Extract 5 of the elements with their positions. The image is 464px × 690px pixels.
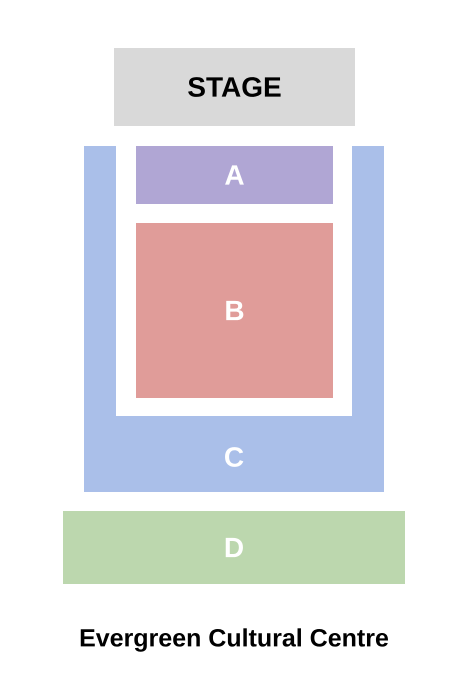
venue-title: Evergreen Cultural Centre bbox=[80, 628, 388, 652]
seating-section: D bbox=[63, 511, 405, 584]
stage-block: STAGE bbox=[114, 48, 355, 126]
seating-section: B bbox=[136, 223, 333, 398]
seating-section: A bbox=[136, 146, 333, 204]
